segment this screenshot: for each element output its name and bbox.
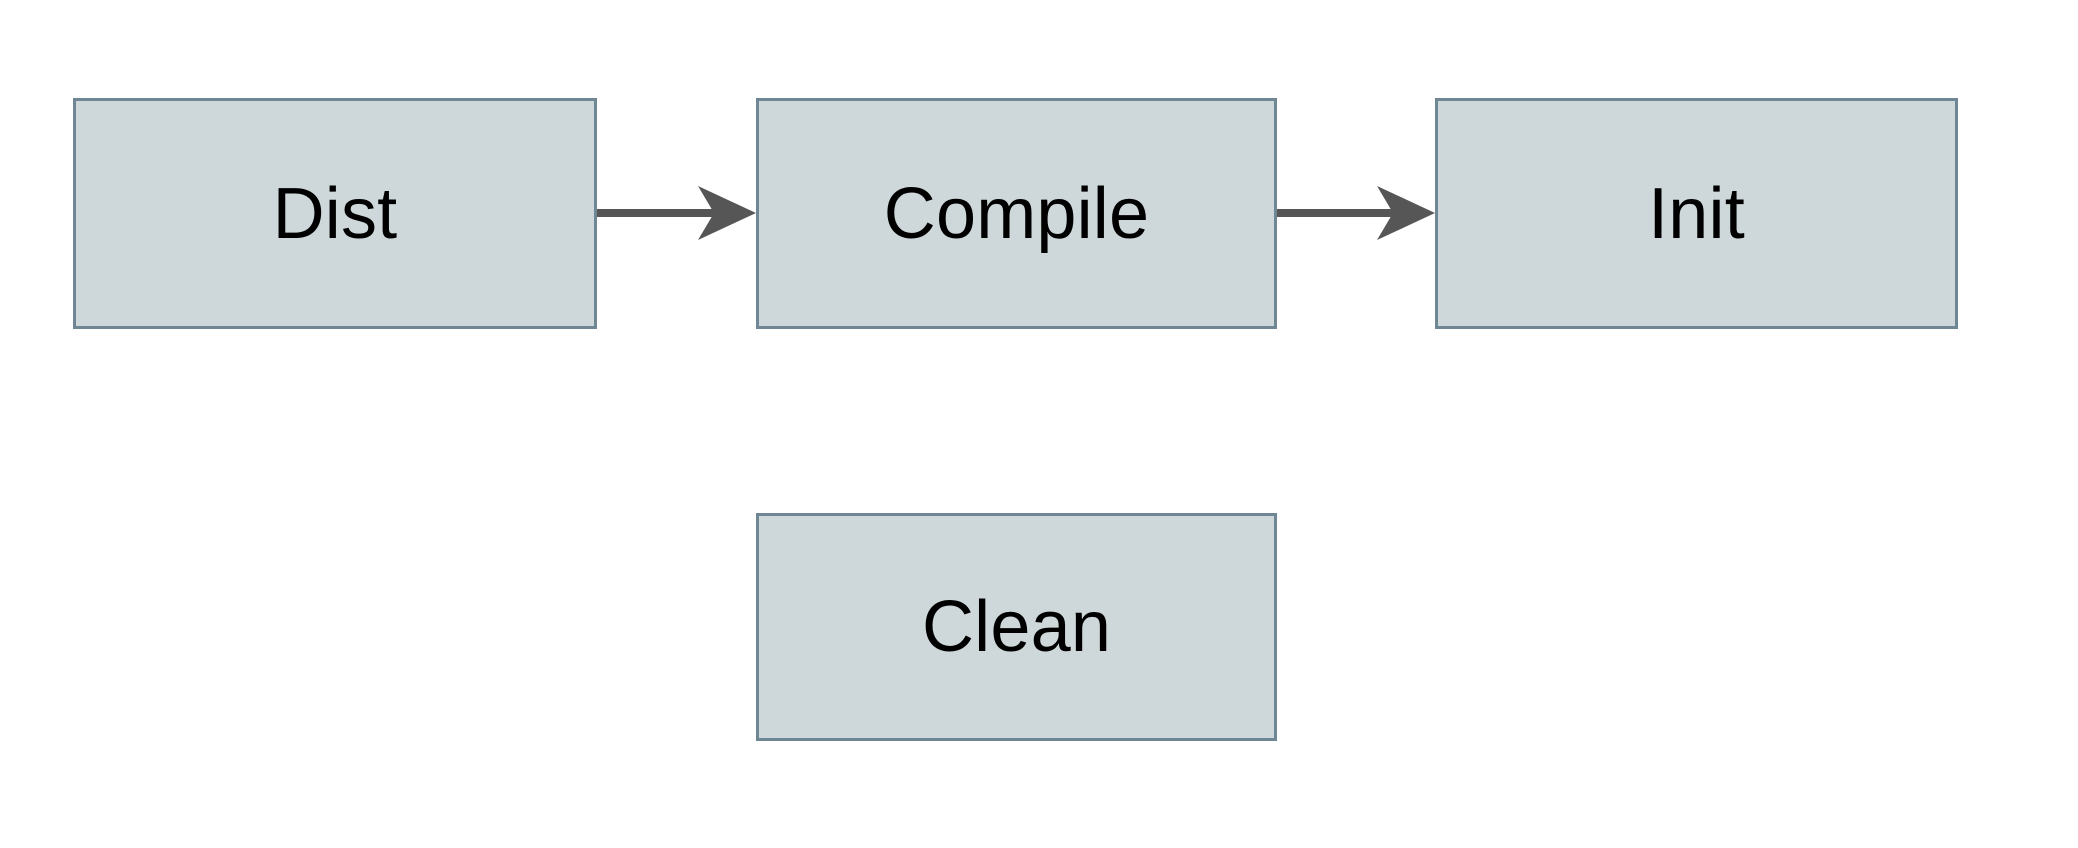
edge-compile-to-init [1277, 186, 1435, 240]
node-compile-label: Compile [883, 173, 1150, 254]
node-init[interactable]: Init [1435, 98, 1958, 329]
node-dist-label: Dist [272, 173, 398, 254]
node-compile[interactable]: Compile [756, 98, 1277, 329]
node-init-label: Init [1648, 173, 1745, 254]
node-dist[interactable]: Dist [73, 98, 597, 329]
edge-dist-to-compile [597, 186, 756, 240]
node-clean[interactable]: Clean [756, 513, 1277, 741]
node-clean-label: Clean [921, 587, 1112, 667]
